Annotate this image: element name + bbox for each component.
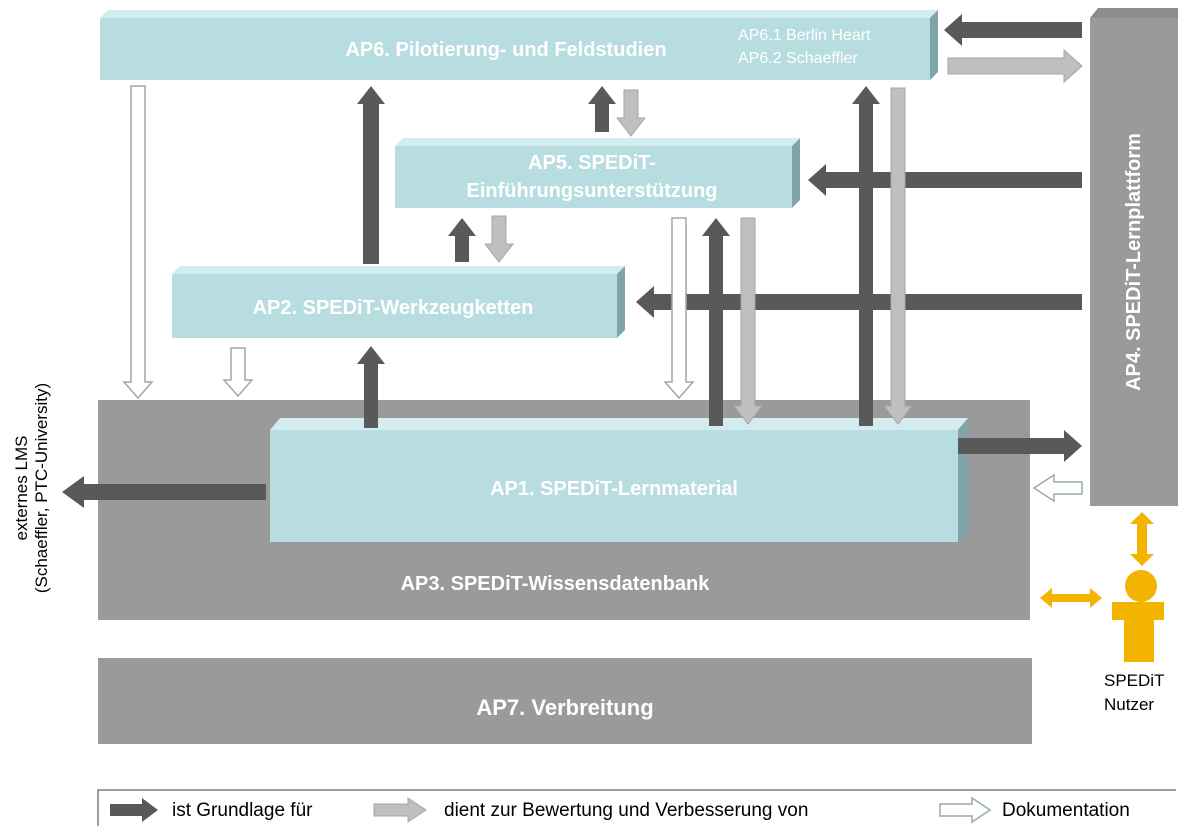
ap6-pilot-studies-box: AP6. Pilotierung- und Feldstudien AP6.1 … [100,10,938,80]
legend-evaluation-arrow [373,797,427,823]
arrow-ap6-to-ap4 [947,48,1083,84]
legend: ist Grundlage für dient zur Bewertung un… [97,789,1176,826]
arrow-ap1-to-external-lms [62,476,266,508]
arrow-ap1-to-ap5 [702,218,730,426]
ap3-label: AP3. SPEDiT-Wissensdatenbank [401,573,711,595]
arrow-ap5-to-ap1 [732,217,764,425]
arrow-ap5-doc-to-ap3 [663,217,695,400]
arrow-ap5-to-ap2 [483,215,515,263]
user-figure: SPEDiT Nutzer [1040,512,1164,714]
ap7-dissemination-box: AP7. Verbreitung [98,658,1032,744]
arrow-ap4-doc-to-ap3 [1032,473,1083,503]
arrow-ap5-to-ap6 [588,86,616,132]
legend-documentation-label: Dokumentation [1002,800,1130,821]
ap6-label: AP6. Pilotierung- und Feldstudien [345,39,666,61]
arrow-ap4-to-ap6 [944,14,1082,46]
user-label-line2: Nutzer [1104,695,1154,714]
documentation-arrows [122,85,1083,503]
user-head [1125,570,1157,602]
arrow-ap6-to-ap5 [615,89,647,137]
arrow-ap6-doc-to-ap3 [122,85,154,400]
ap2-label: AP2. SPEDiT-Werkzeugketten [253,297,534,319]
arrow-ap6-to-ap1 [882,87,914,425]
ap1-label: AP1. SPEDiT-Lernmaterial [490,478,738,500]
legend-documentation-arrow [939,796,992,824]
arrow-ap2-doc-to-ap3 [222,347,254,398]
arrow-ap2-to-ap6 [357,86,385,264]
external-lms-line2: (Schaeffler, PTC-University) [32,383,51,593]
arrow-ap2-to-ap5 [448,218,476,262]
external-lms-line1: externes LMS [12,436,31,541]
arrow-user-ap4 [1130,512,1154,566]
arrow-ap1-to-ap6 [852,86,880,426]
external-lms-label: externes LMS (Schaeffler, PTC-University… [12,383,51,593]
evaluation-arrows [483,48,1083,425]
ap7-label: AP7. Verbreitung [476,695,653,720]
arrow-ap1-to-ap2 [357,346,385,428]
ap6-sub-schaeffler: AP6.2 Schaeffler [738,50,858,67]
ap5-label-line1: AP5. SPEDiT- [528,152,656,174]
ap6-sub-berlin-heart: AP6.1 Berlin Heart [738,27,871,44]
ap2-toolchains-box: AP2. SPEDiT-Werkzeugketten [172,266,625,338]
user-label-line1: SPEDiT [1104,671,1164,690]
ap5-introduction-support-box: AP5. SPEDiT- Einführungsunterstützung [395,138,800,208]
ap5-label-line2: Einführungsunterstützung [466,180,717,202]
arrow-user-ap3 [1040,588,1102,608]
legend-evaluation-label: dient zur Bewertung und Verbesserung von [444,800,808,821]
ap4-learning-platform-box: AP4. SPEDiT-Lernplattform [1090,8,1178,506]
ap4-label: AP4. SPEDiT-Lernplattform [1123,133,1145,391]
legend-basis-arrow [110,798,158,822]
ap1-learning-material-box: AP1. SPEDiT-Lernmaterial [270,418,968,542]
user-body [1112,602,1164,662]
arrow-ap4-to-ap5 [808,164,1082,196]
legend-basis-label: ist Grundlage für [172,800,313,821]
arrow-ap1-to-ap4 [958,430,1082,462]
